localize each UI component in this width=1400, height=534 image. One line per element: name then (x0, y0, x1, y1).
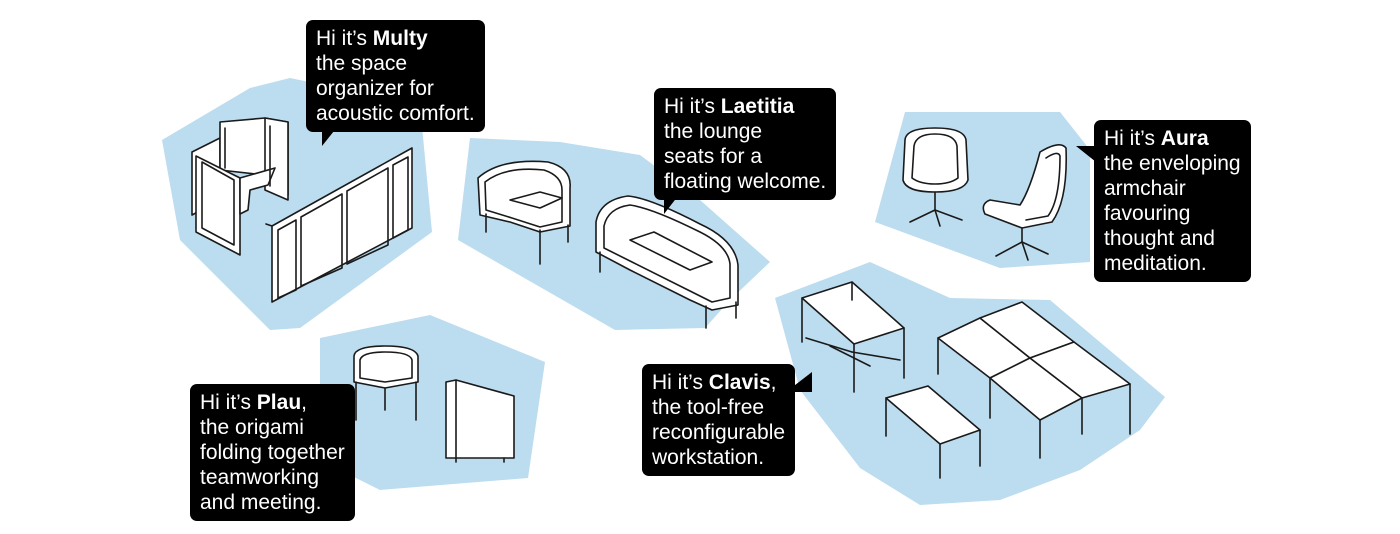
bubble-line: favouring (1104, 202, 1191, 225)
plau-folded-icon (445, 379, 515, 463)
bubble-line: workstation. (652, 446, 765, 469)
product-name: Laetitia (720, 95, 795, 118)
bubble-heading: Hi it’s Laetitia (664, 95, 795, 118)
laetitia-armchair-icon (477, 160, 571, 265)
product-name: Plau (256, 391, 302, 414)
clavis-table-b-icon (885, 385, 981, 479)
product-name: Aura (1160, 127, 1209, 150)
clavis-table-a-icon (801, 281, 905, 393)
bubble-line: thought and (1104, 227, 1215, 250)
multy-bubble: Hi it’s Multy the space organizer for ac… (306, 20, 485, 132)
aura-bubble-tail (1076, 146, 1096, 162)
bubble-heading: Hi it’s Clavis, (652, 371, 777, 394)
aura-chair-front-icon (902, 127, 969, 227)
plau-chair-icon (353, 345, 419, 421)
bubble-line: the origami (200, 416, 304, 439)
plau-bubble-tail (324, 392, 348, 412)
bubble-line: the tool-free (652, 396, 765, 419)
bubble-line: seats for a (664, 145, 763, 168)
bubble-line: the lounge (664, 120, 763, 143)
multy-panel-icon (265, 147, 413, 303)
bubble-heading: Hi it’s Aura (1104, 127, 1209, 150)
bubble-line: reconfigurable (652, 421, 786, 444)
bubble-line: acoustic comfort. (316, 102, 475, 125)
bubble-line: floating welcome. (664, 170, 827, 193)
bubble-line: folding together (200, 441, 345, 464)
laetitia-bubble-tail (664, 196, 678, 214)
aura-chair-side-icon (982, 144, 1068, 261)
bubble-line: meditation. (1104, 252, 1207, 275)
bubble-line: the space (316, 52, 408, 75)
bubble-line: organizer for (316, 77, 434, 100)
laetitia-bubble: Hi it’s Laetitia the lounge seats for a … (654, 88, 837, 200)
multy-booth-icon (191, 117, 289, 256)
multy-bubble-tail (322, 126, 338, 146)
aura-bubble: Hi it’s Aura the enveloping armchair fav… (1094, 120, 1251, 282)
product-name: Clavis (708, 371, 771, 394)
laetitia-sofa-icon (595, 195, 739, 329)
bubble-line: teamworking (200, 466, 320, 489)
bubble-heading: Hi it’s Multy (316, 27, 428, 50)
bubble-heading: Hi it’s Plau, (200, 391, 307, 414)
bubble-line: armchair (1104, 177, 1186, 200)
clavis-bubble-tail (786, 372, 812, 392)
bubble-line: and meeting. (200, 491, 322, 514)
clavis-bubble: Hi it’s Clavis, the tool-free reconfigur… (642, 364, 796, 476)
product-name: Multy (372, 27, 428, 50)
clavis-bench-icon (937, 301, 1131, 459)
bubble-line: the enveloping (1104, 152, 1241, 175)
